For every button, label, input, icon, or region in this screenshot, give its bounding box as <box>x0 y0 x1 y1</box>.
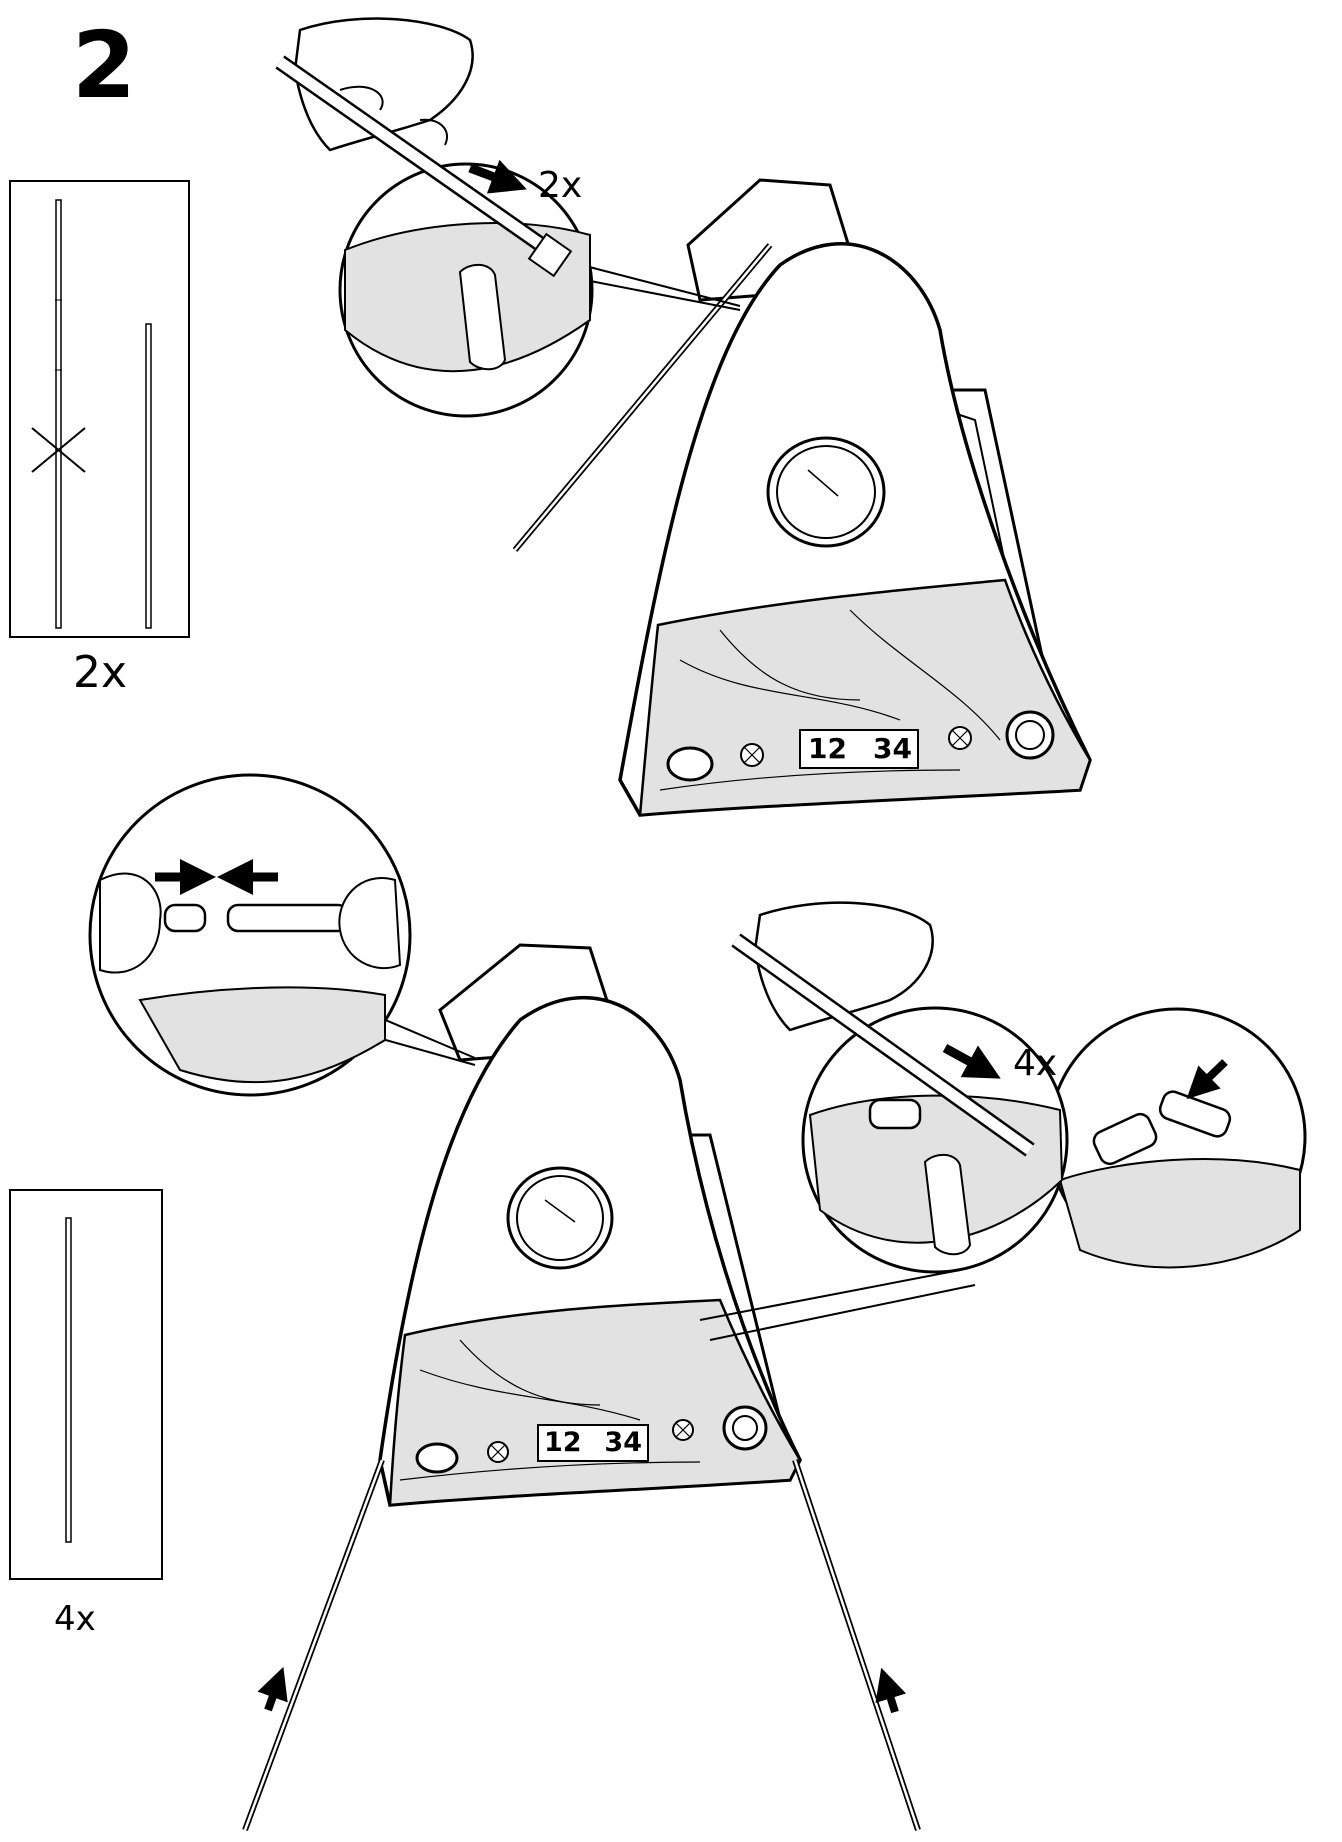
tent-label-top: 12 34 <box>808 734 912 764</box>
parts-box-rod <box>9 1189 163 1580</box>
push-direction-arrow-bottom <box>942 1044 1001 1079</box>
detail-connect-pole-segments <box>88 773 476 1097</box>
short-rod-quantity: 4x <box>54 1599 96 1639</box>
parts-box-rods <box>9 180 190 638</box>
insert-arrow-detail <box>1186 1059 1228 1100</box>
tent-bottom <box>242 943 921 1832</box>
hand-top <box>275 17 573 278</box>
bottom-insert-quantity: 4x <box>1013 1043 1058 1084</box>
excluded-rod-cross-icon <box>31 427 86 473</box>
hand-bottom <box>731 901 1035 1157</box>
step-number: 2 <box>72 12 137 119</box>
up-arrow-left-leg <box>257 1666 288 1712</box>
tent-label-top-left: 12 <box>808 732 847 765</box>
tent-top <box>512 178 1092 817</box>
tent-label-top-right: 34 <box>873 732 912 765</box>
detail-insert-pole-bottom <box>699 1006 1307 1341</box>
tent-label-bottom-right: 34 <box>604 1427 642 1458</box>
long-rod-quantity: 2x <box>73 647 128 698</box>
push-direction-arrow-top <box>468 159 527 194</box>
long-rod-part <box>55 199 62 629</box>
tent-label-bottom-left: 12 <box>544 1427 582 1458</box>
top-insert-quantity: 2x <box>538 165 583 206</box>
up-arrow-right-leg <box>875 1667 907 1714</box>
tent-label-bottom: 12 34 <box>544 1428 642 1457</box>
short-rod-part <box>145 323 152 629</box>
